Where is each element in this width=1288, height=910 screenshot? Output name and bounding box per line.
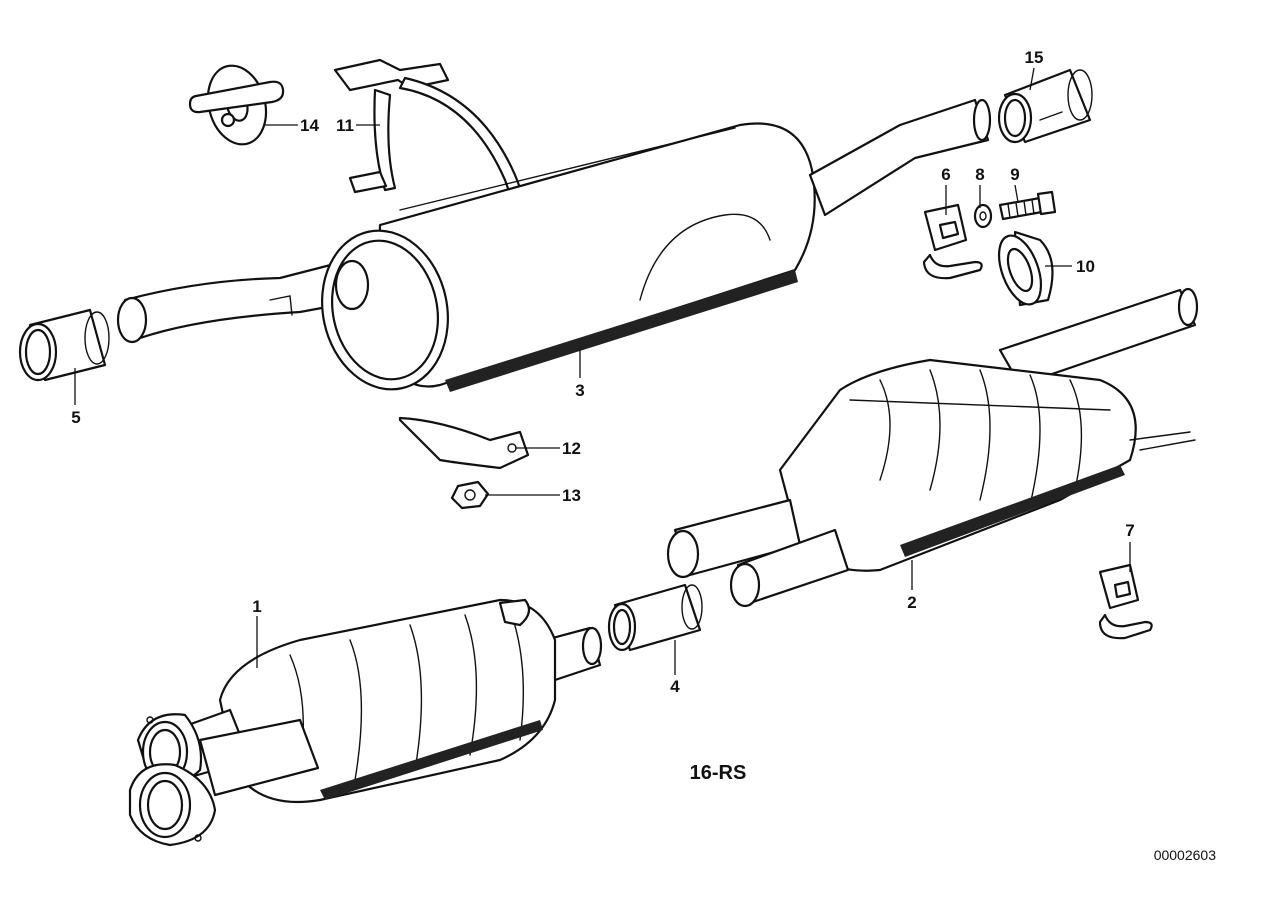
callout-4: 4 xyxy=(670,677,680,696)
sleeve-part-5 xyxy=(18,308,110,382)
callout-5: 5 xyxy=(71,408,80,427)
callout-13: 13 xyxy=(562,486,581,505)
callout-11: 11 xyxy=(336,116,354,135)
front-silencer-part-2 xyxy=(666,287,1199,608)
callout-labels: 1 2 3 4 5 6 7 8 9 10 11 12 13 14 15 xyxy=(71,48,1134,696)
sleeve-part-15 xyxy=(997,68,1093,144)
bolt-part-9 xyxy=(998,190,1057,221)
nut-part-13 xyxy=(450,480,490,510)
sleeve-part-4 xyxy=(607,583,703,652)
catalytic-converter-part-1 xyxy=(128,598,603,847)
callout-1: 1 xyxy=(252,597,261,616)
callout-3: 3 xyxy=(575,381,584,400)
bracket-part-12 xyxy=(398,416,530,470)
callout-14: 14 xyxy=(300,116,319,135)
callout-6: 6 xyxy=(941,165,950,184)
clip-part-6 xyxy=(922,203,983,280)
callout-9: 9 xyxy=(1010,165,1019,184)
rubber-ring-part-10 xyxy=(997,230,1054,307)
washer-part-8 xyxy=(973,203,993,229)
callout-10: 10 xyxy=(1076,257,1095,276)
callout-8: 8 xyxy=(975,165,984,184)
callout-12: 12 xyxy=(562,439,581,458)
callout-15: 15 xyxy=(1025,48,1044,67)
callout-7: 7 xyxy=(1125,521,1134,540)
rear-silencer-part-3 xyxy=(116,98,992,392)
clip-part-7 xyxy=(1098,563,1153,640)
diagram-caption: 16-RS xyxy=(690,762,747,784)
callout-2: 2 xyxy=(907,593,916,612)
reference-number: 00002603 xyxy=(1154,847,1217,863)
leader-lines xyxy=(74,67,1131,675)
rubber-mount-part-14 xyxy=(188,64,285,146)
